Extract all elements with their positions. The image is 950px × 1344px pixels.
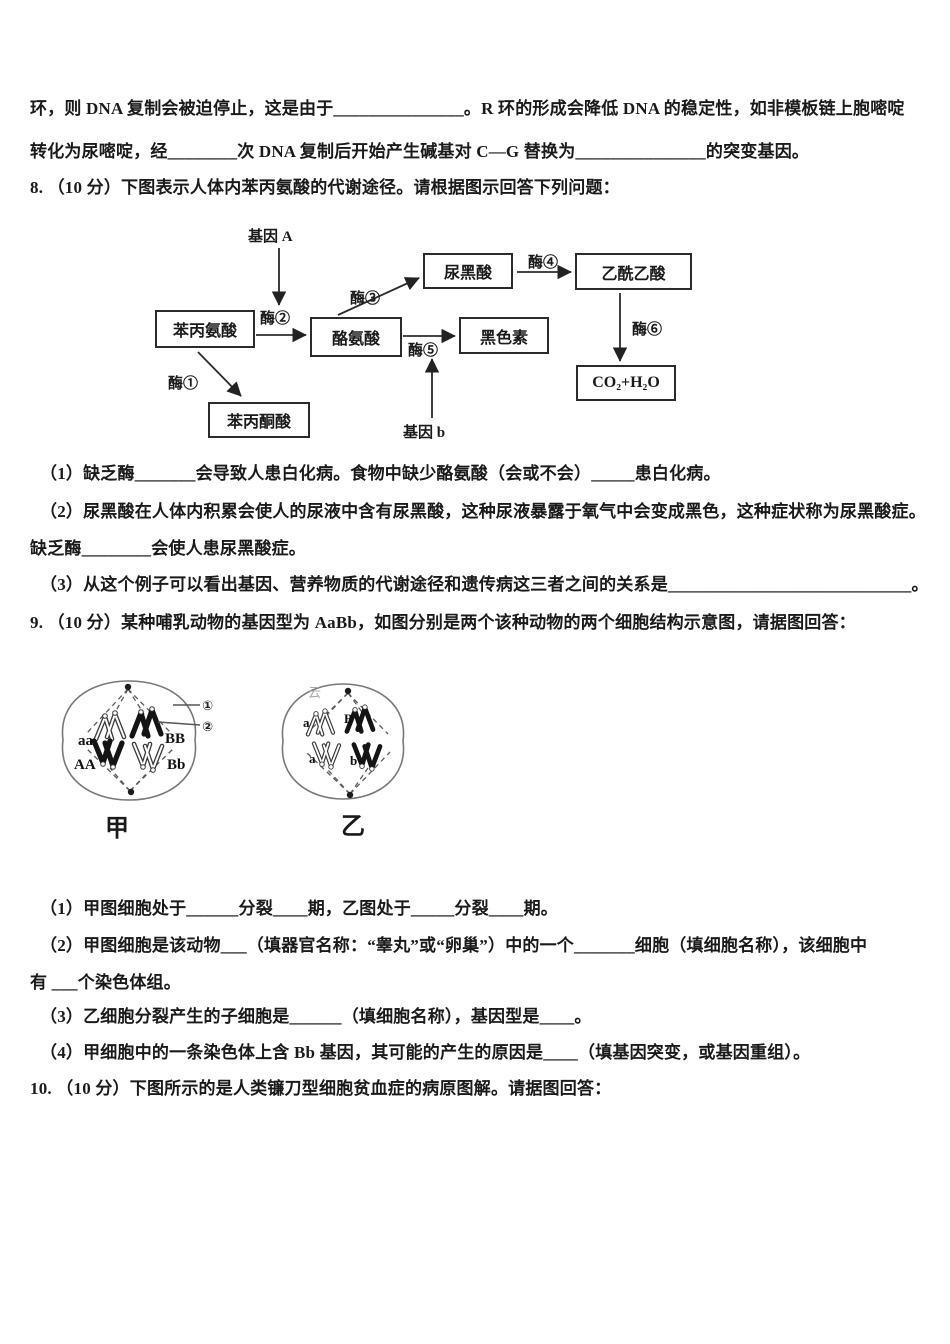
q9-header: 9. （10 分）某种哺乳动物的基因型为 AaBb，如图分别是两个该种动物的两个… bbox=[30, 613, 856, 632]
q8-sub-question-2: （2）尿黑酸在人体内积累会使人的尿液中含有尿黑酸，这种尿液暴露于氧气中会变成黑色… bbox=[40, 502, 926, 521]
q8-pathway-arrows bbox=[197, 248, 628, 418]
chromosome-group-bb-light bbox=[131, 741, 165, 773]
arrow-phe-to-phenylpyruvic bbox=[197, 351, 242, 397]
box-phenylalanine: 苯丙氨酸 bbox=[155, 310, 255, 348]
chromosome-group-a-upper bbox=[305, 708, 336, 737]
q8-sub-question-3: （3）从这个例子可以看出基因、营养物质的代谢途径和遗传病这三者之间的关系是___… bbox=[40, 575, 929, 594]
yi-label-a-lower: a bbox=[309, 751, 316, 766]
pointer-label-2: ② bbox=[202, 720, 213, 735]
yi-label-a-upper: a bbox=[303, 715, 310, 730]
chromosome-group-aa bbox=[93, 710, 127, 742]
arrow-tyr-to-homogentisic bbox=[337, 277, 420, 316]
cell-jia-name: 甲 bbox=[105, 816, 130, 842]
enzyme-1-label: 酶① bbox=[168, 376, 199, 392]
chromosome-group-aa-dark bbox=[91, 738, 125, 770]
q10-header: 10. （10 分）下图所示的是人类镰刀型细胞贫血症的病原图解。请据图回答： bbox=[30, 1079, 612, 1098]
q9-sub-question-2: （2）甲图细胞是该动物___（填器官名称：“睾丸”或“卵巢”）中的一个_____… bbox=[40, 936, 868, 955]
cell-yi-membrane bbox=[281, 683, 405, 800]
q9-sub-question-2-continued: 有 ___个染色体组。 bbox=[30, 973, 181, 992]
box-tyrosine: 酪氨酸 bbox=[310, 317, 402, 357]
cell-yi-bottom-centrosome bbox=[346, 791, 354, 799]
chromosome-group-b-dark-lower bbox=[351, 742, 383, 772]
enzyme-2-label: 酶② bbox=[260, 311, 291, 327]
q9-sub-question-4: （4）甲细胞中的一条染色体上含 Bb 基因，其可能的产生的原因是____（填基因… bbox=[40, 1043, 811, 1062]
box-melanin: 黑色素 bbox=[459, 317, 549, 354]
box-homogentisic-acid: 尿黑酸 bbox=[423, 253, 513, 289]
chromosome-group-a-lower bbox=[311, 741, 342, 770]
chromosome-group-bb-dark bbox=[129, 706, 164, 739]
q8-pathway-diagram: 基因 A 酶② 酶③ 酶④ 酶⑤ 酶⑥ 酶① 基因 b 苯丙氨酸 酪氨酸 尿黑酸… bbox=[140, 215, 720, 455]
leader-line-2 bbox=[157, 721, 201, 726]
jia-label-aa: aa bbox=[78, 733, 94, 749]
enzyme-5-label: 酶⑤ bbox=[408, 343, 439, 359]
q7-continuation-line-1: 环，则 DNA 复制会被迫停止，这是由于_______________。R 环的… bbox=[30, 99, 905, 118]
cell-yi-top-centrosome bbox=[344, 687, 352, 695]
cell-jia-bottom-centrosome bbox=[127, 788, 135, 796]
cell-yi-name: 乙 bbox=[341, 814, 366, 840]
yi-scan-artifact: 云 bbox=[308, 685, 321, 700]
enzyme-4-label: 酶④ bbox=[528, 255, 559, 271]
enzyme-3-label: 酶③ bbox=[350, 291, 381, 307]
cell-jia-top-centrosome bbox=[124, 683, 132, 691]
yi-label-B: B bbox=[344, 711, 353, 726]
chromosome-group-B-dark bbox=[344, 704, 376, 734]
yi-label-b: b bbox=[350, 753, 357, 768]
cell-jia-membrane bbox=[61, 680, 197, 801]
gene-a-label: 基因 A bbox=[248, 229, 293, 245]
jia-label-BB: BB bbox=[165, 731, 185, 747]
q8-sub-question-2-continued: 缺乏酶________会使人患尿黑酸症。 bbox=[30, 539, 306, 558]
q7-continuation-line-2: 转化为尿嘧啶，经________次 DNA 复制后开始产生碱基对 C—G 替换为… bbox=[30, 142, 810, 161]
q8-header: 8. （10 分）下图表示人体内苯丙氨酸的代谢途径。请根据图示回答下列问题： bbox=[30, 178, 620, 197]
jia-label-AA: AA bbox=[74, 757, 96, 773]
box-acetoacetic-acid: 乙酰乙酸 bbox=[575, 253, 692, 290]
pointer-label-1: ① bbox=[202, 699, 213, 714]
jia-label-Bb: Bb bbox=[167, 757, 185, 773]
q8-sub-question-1: （1）缺乏酶_______会导致人患白化病。食物中缺少酪氨酸（会或不会）____… bbox=[40, 464, 721, 483]
enzyme-6-label: 酶⑥ bbox=[632, 322, 663, 338]
q9-sub-question-3: （3）乙细胞分裂产生的子细胞是______（填细胞名称），基因型是____。 bbox=[40, 1007, 592, 1026]
q9-sub-question-1: （1）甲图细胞处于______分裂____期，乙图处于_____分裂____期。 bbox=[40, 899, 558, 918]
gene-b-label: 基因 b bbox=[403, 425, 446, 441]
box-co2-h2o: CO₂+H₂O bbox=[576, 365, 676, 401]
q9-cell-figure: aa BB AA Bb ① ② bbox=[61, 680, 405, 801]
box-phenylpyruvic-acid: 苯丙酮酸 bbox=[208, 402, 310, 438]
